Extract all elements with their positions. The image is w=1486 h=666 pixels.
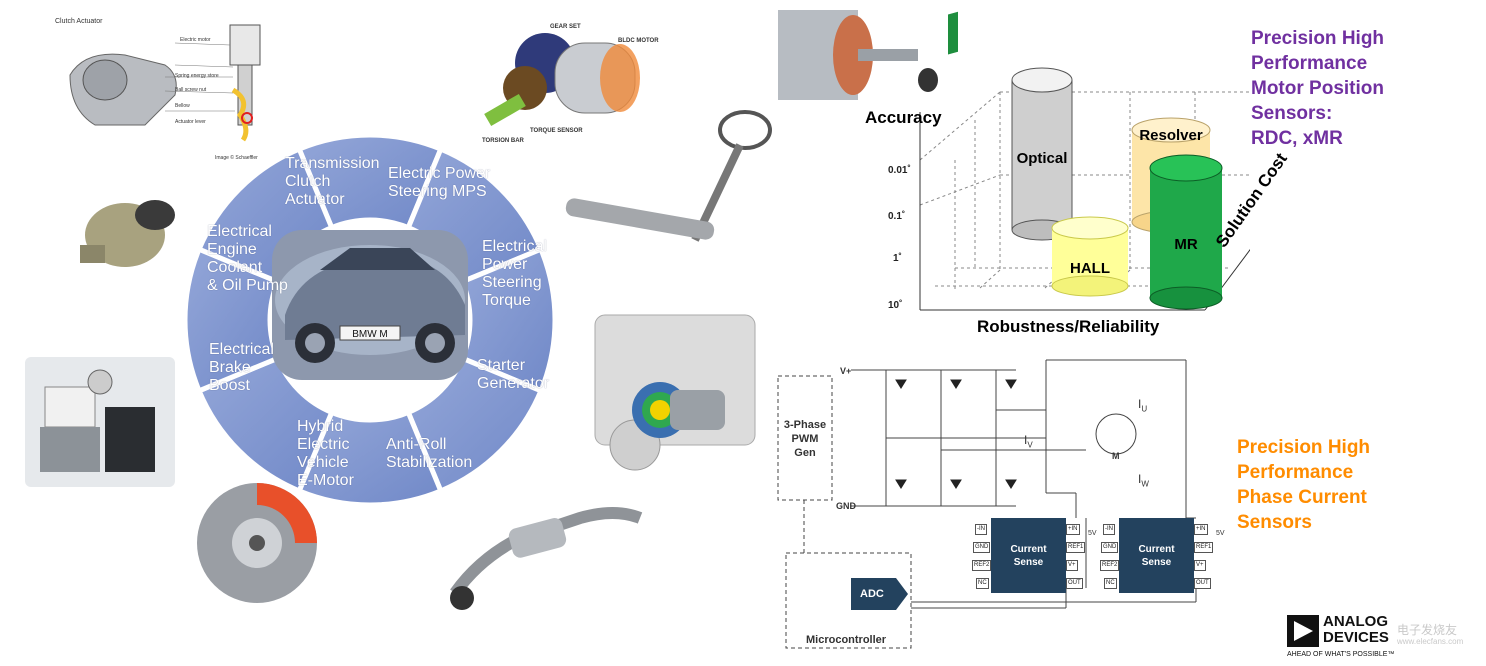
- steering-column-photo: [565, 110, 772, 242]
- pin-label: +IN: [1194, 524, 1208, 535]
- iu-label-sub: U: [1141, 404, 1148, 414]
- watermark-text: 电子发烧友: [1397, 623, 1458, 637]
- microcontroller-label: Microcontroller: [806, 634, 887, 646]
- segment-label-anti-roll: Anti-Roll Stabilization: [386, 436, 473, 471]
- logo-tagline: AHEAD OF WHAT'S POSSIBLE™: [1287, 651, 1395, 658]
- iv-label: IV: [1024, 433, 1033, 449]
- mr-cylinder: [1149, 154, 1223, 310]
- motor-encoder-photo: [778, 10, 958, 100]
- pin-label: OUT: [1194, 578, 1211, 589]
- pin-label: -IN: [1103, 524, 1115, 535]
- motor-label: M: [1112, 451, 1120, 461]
- iv-label-main: I: [1024, 433, 1028, 447]
- optical-label: Optical: [1016, 150, 1068, 167]
- phase-current-circuit: 3-Phase PWM Gen V+ GND IU IV IW M Curren…: [776, 358, 1236, 654]
- gnd-label: GND: [836, 501, 856, 511]
- y-tick: 0.1˚: [888, 211, 906, 222]
- car-photo: BMW M: [272, 230, 468, 380]
- clutch-part-label: Electric motor: [180, 37, 211, 43]
- segment-label-brake-boost: Electrical Brake Boost: [209, 341, 274, 394]
- segment-label-coolant-pump: Electrical Engine Coolant & Oil Pump: [207, 223, 288, 294]
- motor-sensors-title: Precision High Performance Motor Positio…: [1251, 28, 1385, 149]
- brake-booster-photo: [25, 357, 175, 487]
- eps-motor-diagram: GEAR SET BLDC MOTOR TORQUE SENSOR TORSIO…: [470, 8, 680, 148]
- y-tick: 0.01˚: [888, 165, 911, 176]
- segment-label-transmission-clutch: Transmission Clutch Actuator: [285, 155, 380, 208]
- eps-part-label: TORSION BAR: [482, 138, 524, 144]
- iv-label-sub: V: [1027, 440, 1033, 450]
- license-plate: BMW M: [352, 329, 388, 340]
- pin-label: V+: [1194, 560, 1206, 571]
- clutch-credit: Image © Schaeffler: [215, 155, 258, 161]
- current-sense-1: Current Sense: [1010, 544, 1047, 568]
- application-wheel: BMW M Transmission Clutch Actuator Elect…: [180, 130, 560, 510]
- emotor-cutaway-photo: [197, 483, 317, 603]
- iw-label-sub: W: [1141, 479, 1149, 489]
- wheel-graphic: BMW M: [182, 132, 558, 508]
- pwm-gen-label: 3-Phase PWM Gen: [783, 419, 827, 459]
- iw-label-main: I: [1138, 472, 1142, 486]
- y-axis-title: Accuracy: [865, 108, 942, 127]
- resolver-label: Resolver: [1139, 127, 1203, 144]
- pin-label: NC: [976, 578, 989, 589]
- watermark-url: www.elecfans.com: [1397, 637, 1464, 646]
- clutch-part-label: Ball screw nut: [175, 87, 207, 93]
- eps-part-label: GEAR SET: [550, 24, 581, 30]
- analog-devices-logo: ANALOG DEVICES AHEAD OF WHAT'S POSSIBLE™…: [1287, 613, 1477, 663]
- y-tick: 1˚: [893, 253, 902, 264]
- pin-label: +IN: [1066, 524, 1080, 535]
- current-sense-2: Current Sense: [1138, 544, 1175, 568]
- five-v-label: 5V: [1088, 530, 1097, 537]
- segment-label-eps-torque: Electrical Power Steering Torque: [482, 238, 547, 309]
- segment-label-eps-mps: Electric Power Steering MPS: [388, 165, 491, 200]
- hall-cylinder: [1051, 216, 1129, 297]
- pin-label: REF1: [1066, 542, 1086, 553]
- sensor-comparison-chart: Accuracy 0.01˚ 0.1˚ 1˚ 10˚ Robustness/Re…: [860, 20, 1250, 340]
- pin-label: GND: [973, 542, 991, 553]
- segment-label-starter-generator: Starter Generator: [477, 357, 550, 392]
- pin-label: GND: [1101, 542, 1119, 553]
- segment-label-hev-emotor: Hybrid Electric Vehicle E-Motor: [297, 418, 354, 489]
- clutch-part-label: Bellow: [175, 103, 190, 109]
- clutch-part-label: Spring energy store: [175, 73, 219, 79]
- pin-label: OUT: [1066, 578, 1083, 589]
- pin-label: V+: [1066, 560, 1078, 571]
- eps-part-label: TORQUE SENSOR: [530, 128, 583, 134]
- pin-label: NC: [1104, 578, 1117, 589]
- five-v-label: 5V: [1216, 530, 1225, 537]
- iu-label: IU: [1138, 397, 1147, 413]
- x-axis-title: Robustness/Reliability: [977, 317, 1160, 336]
- engine-starter-photo: [594, 314, 756, 471]
- logo-line2: DEVICES: [1323, 629, 1389, 646]
- iu-label-main: I: [1138, 397, 1142, 411]
- clutch-actuator-title: Clutch Actuator: [55, 18, 103, 25]
- analog-devices-logo-mark: [1287, 615, 1319, 647]
- y-tick: 10˚: [888, 300, 903, 311]
- pin-label: REF2: [1100, 560, 1120, 571]
- hall-label: HALL: [1070, 260, 1110, 277]
- logo-line1: ANALOG: [1323, 613, 1388, 630]
- adc-label: ADC: [860, 588, 884, 600]
- pin-label: REF2: [972, 560, 992, 571]
- pin-label: REF1: [1194, 542, 1214, 553]
- mr-label: MR: [1174, 236, 1198, 253]
- iw-label: IW: [1138, 472, 1149, 488]
- eps-part-label: BLDC MOTOR: [618, 38, 659, 44]
- clutch-actuator-diagram: Clutch Actuator Electric motor Spring en…: [55, 15, 280, 165]
- anti-roll-part-photo: [450, 507, 643, 610]
- pin-label: -IN: [975, 524, 987, 535]
- vplus-label: V+: [840, 366, 852, 376]
- phase-current-title: Precision High Performance Phase Current…: [1237, 437, 1371, 533]
- coolant-pump-photo: [80, 200, 175, 267]
- clutch-part-label: Actuator lever: [175, 119, 206, 125]
